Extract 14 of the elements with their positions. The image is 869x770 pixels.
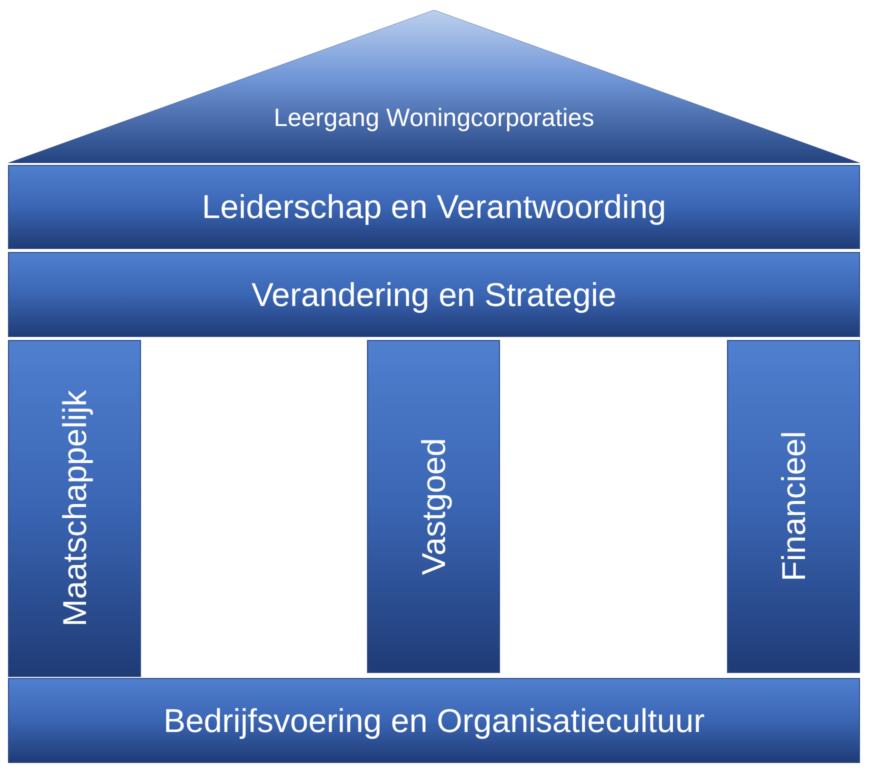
roof-triangle — [8, 10, 860, 163]
pillar-label: Vastgoed — [414, 438, 452, 575]
pillar-label: Maatschappelijk — [56, 390, 94, 627]
beam-band — [8, 252, 860, 337]
band-label: Bedrijfsvoering en Organisatiecultuur — [163, 702, 705, 740]
band-label: Verandering en Strategie — [251, 276, 617, 314]
pillar-label: Financieel — [774, 431, 812, 582]
roof-title: Leergang Woningcorporaties — [274, 104, 594, 133]
pillar-column — [367, 340, 500, 673]
beam-band — [8, 165, 860, 249]
band-label: Leiderschap en Verantwoording — [202, 188, 666, 226]
beam-band — [8, 678, 860, 763]
pillar-column — [8, 340, 141, 677]
pillar-column — [727, 340, 860, 673]
